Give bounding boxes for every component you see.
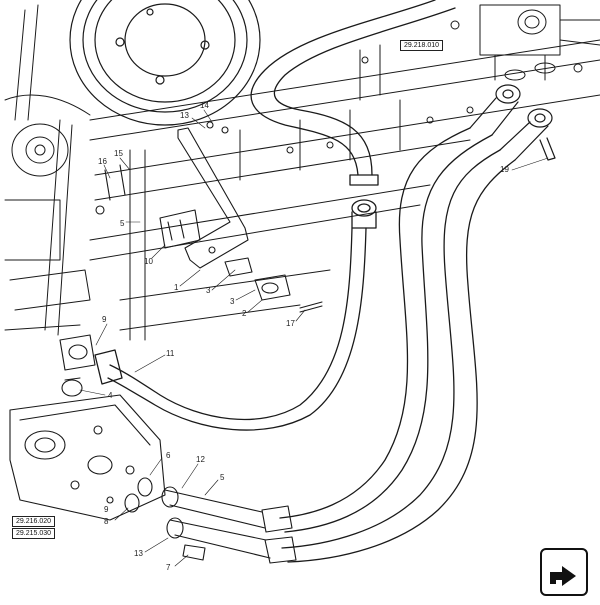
reference-box-left-a[interactable]: 29.216.020 xyxy=(12,516,56,527)
elbow-fittings-right xyxy=(469,84,556,161)
callout-labels: 14 13 16 15 5 10 1 3 3 2 17 11 9 4 19 6 … xyxy=(98,101,509,572)
callout-13-b: 13 xyxy=(134,549,143,558)
callout-17: 17 xyxy=(286,319,295,328)
callout-3-b: 3 xyxy=(230,297,235,306)
frame-beams xyxy=(89,20,600,341)
callout-3: 3 xyxy=(206,286,211,295)
arrow-icon xyxy=(550,566,576,586)
callout-4: 4 xyxy=(108,391,113,400)
hose-pair-main xyxy=(279,127,516,563)
callout-2: 2 xyxy=(242,309,247,318)
leader-lines xyxy=(79,109,549,567)
lower-hose-fittings xyxy=(161,486,297,564)
callout-9-b: 9 xyxy=(104,505,109,514)
hydraulic-pump xyxy=(9,334,166,521)
callout-14: 14 xyxy=(200,101,209,110)
callout-16: 16 xyxy=(98,157,107,166)
callout-15: 15 xyxy=(114,149,123,158)
hose-support-bracket xyxy=(95,121,323,313)
callout-10: 10 xyxy=(144,257,153,266)
callout-8: 8 xyxy=(104,517,109,526)
callout-6: 6 xyxy=(166,451,171,460)
callout-9: 9 xyxy=(102,315,107,324)
callout-13: 13 xyxy=(180,111,189,120)
callout-1: 1 xyxy=(174,283,179,292)
hose-11 xyxy=(94,227,367,431)
upper-hose xyxy=(250,0,456,229)
callout-11: 11 xyxy=(166,349,175,358)
reference-box-left-b[interactable]: 29.215.030 xyxy=(12,528,56,539)
upper-fitting-block xyxy=(479,4,600,81)
callout-12: 12 xyxy=(196,455,205,464)
callout-5: 5 xyxy=(120,219,125,228)
callout-5-b: 5 xyxy=(220,473,225,482)
idler-pulley xyxy=(4,4,91,336)
navigate-button[interactable] xyxy=(540,548,588,596)
callout-19: 19 xyxy=(500,165,509,174)
pulley-assembly xyxy=(69,0,261,126)
reference-box-top[interactable]: 29.218.010 xyxy=(400,40,444,51)
callout-7: 7 xyxy=(166,563,171,572)
